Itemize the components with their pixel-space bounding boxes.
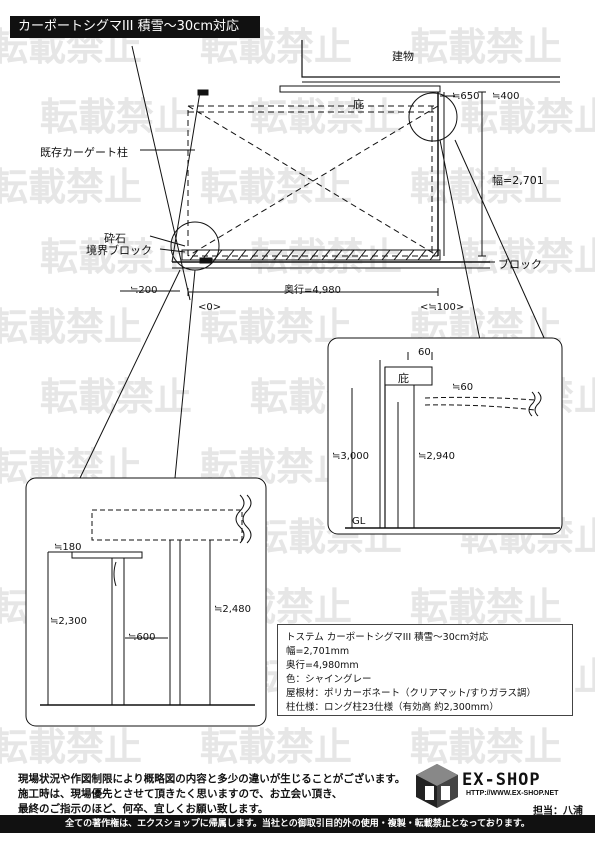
spec-box: トステム カーポートシグマIII 積雪～30cm対応 幅=2,701mm 奥行=…	[277, 624, 573, 716]
note-line: 最終のご指示のほど、何卒、宜しくお願い致します。	[18, 803, 269, 815]
spec-line: 屋根材：ポリカーボネート（クリアマット/すりガラス調）	[286, 688, 537, 699]
width-dimension: 幅=2,701	[492, 174, 544, 187]
watermark-text: 転載禁止	[40, 235, 192, 279]
hatch-line	[309, 249, 319, 261]
eave-offset-label: ≒650	[452, 91, 480, 102]
watermark-text: 転載禁止	[40, 375, 192, 419]
note-line: 施工時は、現場優先とさせて頂きたく思いますので、お立会い頂き、	[18, 788, 343, 800]
watermark-text: 転載禁止	[200, 725, 352, 769]
d180-label: ≒180	[54, 542, 82, 553]
watermark-text: 転載禁止	[40, 95, 192, 139]
offset-left-label: ≒200	[130, 285, 158, 296]
gap-right-label: <≒100>	[420, 302, 465, 313]
height-3000-label: ≒3,000	[332, 451, 370, 462]
hatch-line	[405, 249, 415, 261]
gap-left-label: <0>	[198, 302, 222, 313]
watermark-text: 転載禁止	[0, 305, 142, 349]
logo-url: HTTP://WWW.EX-SHOP.NET	[466, 790, 559, 797]
depth-dimension: 奥行=4,980	[284, 285, 342, 296]
gl-label: GL	[352, 516, 366, 527]
spec-line: 柱仕様：ロング柱23仕様（有効高 約2,300mm）	[286, 702, 499, 713]
hatch-line	[189, 249, 199, 261]
existing-post-label: 既存カーゲート柱	[40, 146, 128, 159]
hatch-line	[321, 249, 331, 261]
spec-line: 色：シャイングレー	[286, 674, 372, 685]
spec-line: 奥行=4,980mm	[286, 660, 359, 671]
hatch-line	[417, 249, 427, 261]
height-2300-label: ≒2,300	[50, 616, 88, 627]
watermark-text: 転載禁止	[460, 95, 595, 139]
spec-line: 幅=2,701mm	[286, 646, 350, 657]
gravel-label: 砕石	[104, 232, 126, 245]
watermark-text: 転載禁止	[200, 165, 352, 209]
watermark-text: 転載禁止	[250, 235, 402, 279]
plan-view	[79, 40, 560, 479]
watermark-text: 転載禁止	[250, 95, 402, 139]
hatch-line	[225, 249, 235, 261]
hatch-line	[357, 249, 367, 261]
watermark-text: 転載禁止	[410, 165, 562, 209]
hatch-line	[237, 249, 247, 261]
hatch-line	[369, 249, 379, 261]
hatch-line	[261, 249, 271, 261]
spec-line: トステム カーポートシグマIII 積雪～30cm対応	[286, 632, 489, 643]
hatch-line	[345, 249, 355, 261]
height-2940-label: ≒2,940	[418, 451, 456, 462]
detail-right	[327, 337, 563, 535]
watermark-text: 転載禁止	[0, 725, 142, 769]
boundary-block-label: 境界ブロック	[86, 244, 152, 257]
eave-offset2-label: ≒400	[492, 91, 520, 102]
hatch-line	[273, 249, 283, 261]
note-line: 現場状況や作図制限により概略図の内容と多少の違いが生じることがございます。	[18, 773, 406, 785]
detail-left	[25, 477, 267, 727]
watermark-text: 転載禁止	[0, 165, 142, 209]
d60b-label: ≒60	[452, 382, 474, 393]
hatch-line	[393, 249, 403, 261]
hatch-line	[285, 249, 295, 261]
d600-label: ≒600	[128, 632, 156, 643]
exshop-logo-icon	[416, 764, 458, 808]
hatch-line	[249, 249, 259, 261]
watermark-text: 転載禁止	[200, 305, 352, 349]
notes: 現場状況や作図制限により概略図の内容と多少の違いが生じることがございます。 施工…	[18, 772, 405, 817]
hatch-line	[333, 249, 343, 261]
hatch-line	[381, 249, 391, 261]
watermark-text: 転載禁止	[410, 25, 562, 69]
eave-label: 庇	[353, 98, 364, 111]
logo-name: EX-SHOP	[462, 770, 541, 790]
height-2480-label: ≒2,480	[214, 604, 252, 615]
watermark-text: 転載禁止	[410, 585, 562, 629]
hatch-line	[429, 249, 439, 261]
staff-label: 担当：八浦	[533, 806, 583, 817]
building-label: 建物	[392, 50, 414, 63]
detail-eave-label: 庇	[398, 372, 409, 385]
block-label: ブロック	[498, 258, 542, 271]
page-title: カーポートシグマIII 積雪～30cm対応	[10, 16, 260, 38]
hatch-line	[297, 249, 307, 261]
watermark-text: 転載禁止	[410, 725, 562, 769]
copyright-footer: 全ての著作権は、エクスショップに帰属します。当社との御取引目的外の使用・複製・転…	[0, 815, 595, 833]
d60a-label: 60	[418, 347, 431, 358]
